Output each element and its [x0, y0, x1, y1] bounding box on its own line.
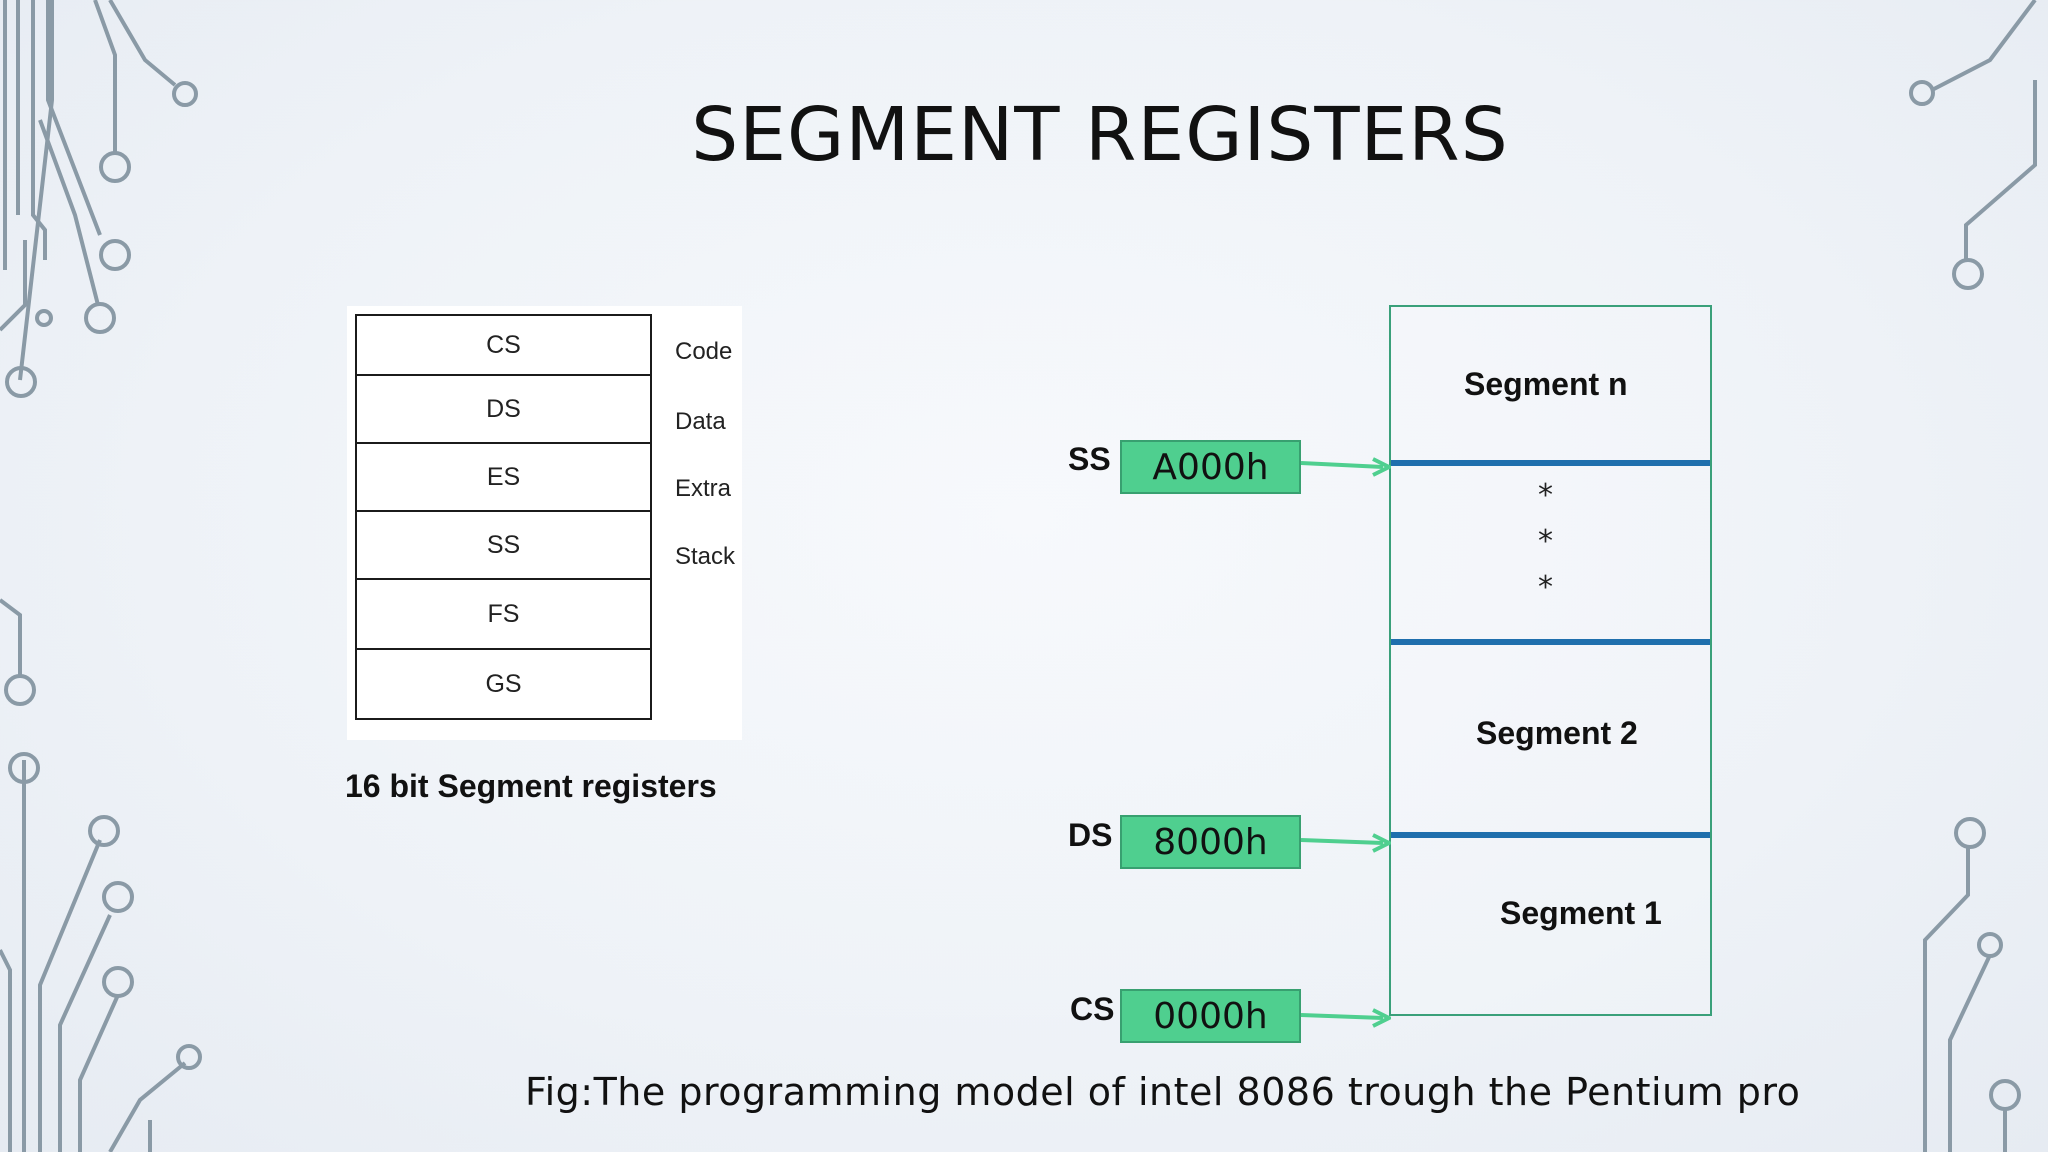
register-desc-code: Code: [675, 338, 733, 365]
circuit-traces-top-left: [0, 0, 198, 398]
register-es: ES: [355, 442, 652, 512]
pointer-ds-value: 8000h: [1120, 815, 1301, 869]
register-desc-data: Data: [675, 408, 726, 435]
register-ss: SS: [355, 510, 652, 580]
segment-divider: [1391, 832, 1710, 838]
register-cs: CS: [355, 314, 652, 376]
circuit-traces-bottom-right: [1923, 817, 2021, 1152]
segment-1-label: Segment 1: [1500, 895, 1662, 931]
pointer-ss-arrow: [1301, 457, 1391, 477]
ellipsis-star: *: [1538, 478, 1553, 513]
pointer-cs-arrow: [1301, 1008, 1391, 1028]
figure-caption: Fig:The programming model of intel 8086 …: [525, 1070, 1801, 1114]
pointer-cs-label: CS: [1070, 991, 1115, 1027]
segment-divider: [1391, 639, 1710, 645]
register-desc-stack: Stack: [675, 543, 736, 570]
pointer-ds-arrow: [1301, 833, 1391, 853]
memory-block: [1389, 305, 1712, 1016]
pointer-cs-value: 0000h: [1120, 989, 1301, 1043]
segment-n-label: Segment n: [1464, 366, 1628, 402]
register-ds: DS: [355, 374, 652, 444]
slide-title: SEGMENT REGISTERS: [691, 92, 1509, 178]
pointer-ss-label: SS: [1068, 441, 1111, 477]
register-gs: GS: [355, 648, 652, 720]
ellipsis-star: *: [1538, 570, 1553, 605]
segment-register-table: CS DS ES SS FS GS Code Data Extra Stack: [347, 306, 742, 740]
segment-2-label: Segment 2: [1476, 715, 1638, 751]
register-table-caption: 16 bit Segment registers: [345, 768, 717, 804]
circuit-traces-bottom-left: [0, 598, 202, 1152]
segment-divider: [1391, 460, 1710, 466]
register-fs: FS: [355, 578, 652, 650]
pointer-ds-label: DS: [1068, 817, 1113, 853]
ellipsis-star: *: [1538, 524, 1553, 559]
pointer-ss-value: A000h: [1120, 440, 1301, 494]
register-desc-extra: Extra: [675, 475, 732, 502]
circuit-traces-top-right: [1909, 0, 2037, 290]
